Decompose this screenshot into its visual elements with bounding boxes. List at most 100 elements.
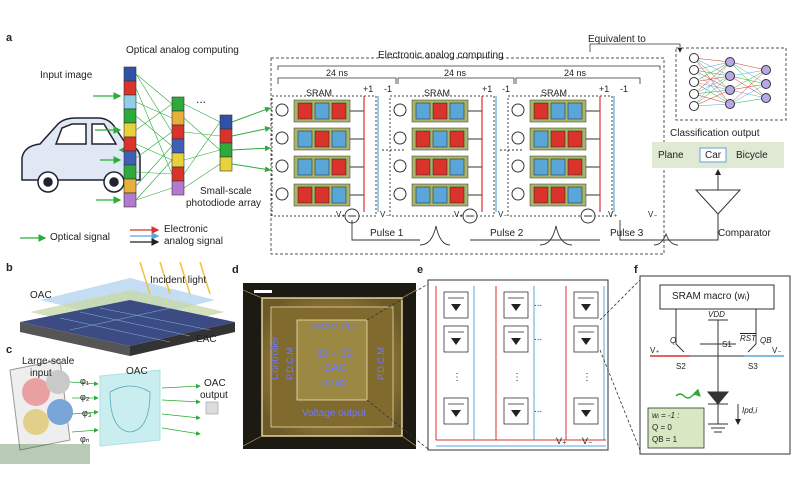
- pdcm-label-left: P.D.C.M: [285, 347, 295, 380]
- photodiode-icon: [275, 103, 289, 117]
- sram-block-frame: [389, 95, 495, 217]
- large-scale-label: Large-scale: [22, 356, 75, 367]
- sram-cell: [533, 158, 549, 176]
- timing-brackets: [277, 77, 641, 84]
- sram-cell: [297, 158, 313, 176]
- panel-letter-d: d: [232, 264, 239, 276]
- vminus-label-2: V₋: [498, 210, 508, 219]
- sram-cell: [297, 186, 313, 204]
- panel-letter-b: b: [6, 262, 13, 274]
- neural-network-icon: [689, 53, 771, 111]
- input-image-label: Input image: [40, 70, 93, 81]
- class-car: Car: [705, 150, 722, 161]
- optical-layer-2: [171, 96, 185, 196]
- oac-output-label: OAC: [204, 378, 226, 389]
- sram-label-3: SRAM: [541, 88, 568, 98]
- s2-label: S2: [676, 362, 686, 371]
- nn-hidden-node: [725, 57, 735, 67]
- nn-edge: [729, 69, 767, 105]
- phi3-label: φ₃: [82, 408, 92, 418]
- sram-cell: [432, 102, 448, 120]
- panel-e-grid: .........⋮⋮⋮: [435, 286, 606, 447]
- class-plane: Plane: [658, 150, 684, 161]
- plus1-label-3: +1: [599, 84, 610, 94]
- pulse-lines: [351, 220, 690, 246]
- equivalent-to-label: Equivalent to: [588, 34, 646, 45]
- classification-output-label: Classification output: [670, 128, 760, 139]
- vminus-label-3: V₋: [648, 210, 658, 219]
- sram-label-2: SRAM: [424, 88, 451, 98]
- ipd-label: Ipd,i: [742, 406, 758, 415]
- e-dots: ...: [534, 404, 542, 415]
- nn-output-node: [761, 65, 771, 75]
- array-size-label: 32 × 32: [316, 348, 354, 360]
- nn-edge: [693, 57, 731, 63]
- nn-edge: [693, 69, 731, 105]
- legend-electronic-label: Electronic: [164, 224, 208, 235]
- optical-layer-1: [123, 66, 137, 208]
- sram-cell: [567, 130, 583, 148]
- vplus-label-2: V₊: [454, 210, 464, 219]
- photodiode-symbol: [451, 338, 461, 345]
- vplus-label-3: V₊: [608, 210, 618, 219]
- incident-light-label: Incident light: [150, 275, 207, 286]
- sram-blocks: [271, 95, 615, 224]
- chip-photo: [242, 283, 417, 449]
- pulse-1-label: Pulse 1: [370, 228, 404, 239]
- nn-edge: [693, 75, 731, 95]
- sram-cell: [297, 102, 313, 120]
- sram-cell: [567, 186, 583, 204]
- nn-edge: [693, 103, 731, 107]
- sram-cell: [550, 130, 566, 148]
- sram-cell: [432, 158, 448, 176]
- nn-edge: [693, 57, 731, 91]
- nn-edge: [729, 83, 767, 105]
- nn-edge: [693, 61, 731, 71]
- sram-label-1: SRAM: [306, 88, 333, 98]
- equivalent-bracket: [589, 43, 683, 53]
- plus1-label-1: +1: [363, 84, 374, 94]
- photodiode-symbol: [581, 304, 591, 311]
- sram-cell: [550, 186, 566, 204]
- nn-edge: [693, 57, 731, 105]
- to-photodiode-arrows: [231, 106, 271, 173]
- photodiode-icon: [511, 103, 525, 117]
- array-label-d: array: [322, 376, 348, 388]
- panel-letter-f: f: [634, 264, 638, 276]
- photodiode-symbol: [511, 410, 521, 417]
- sram-cell: [550, 158, 566, 176]
- vminus-label-e: V₋: [582, 436, 593, 446]
- optical-connections: [135, 73, 221, 201]
- panel-c-illustration: [0, 359, 219, 464]
- sram-cell: [432, 186, 448, 204]
- nn-edge: [693, 81, 731, 105]
- incident-light-wave: [675, 388, 701, 399]
- vminus-label-1: V₋: [380, 210, 390, 219]
- minus1-label-1: -1: [384, 84, 393, 94]
- nn-edge: [693, 61, 731, 83]
- sram-cell: [331, 158, 347, 176]
- sram-cell: [533, 130, 549, 148]
- sram-cell: [331, 102, 347, 120]
- q-label: Q: [670, 336, 677, 345]
- nn-edge: [729, 69, 767, 91]
- car-icon: [21, 117, 141, 193]
- weight-label: wᵢ = -1 :: [652, 411, 680, 420]
- nn-input-node: [689, 77, 699, 87]
- sram-macro-box: [659, 284, 775, 310]
- photodiode-icon: [393, 103, 407, 117]
- nn-input-node: [689, 53, 699, 63]
- sram-cell: [314, 186, 330, 204]
- photodiode-icon: [275, 159, 289, 173]
- pulse-2-label: Pulse 2: [490, 228, 524, 239]
- pulse-3-label: Pulse 3: [610, 228, 644, 239]
- plus1-label-2: +1: [482, 84, 493, 94]
- q0-label: Q = 0: [652, 423, 672, 432]
- vplus-label-e: V₊: [556, 436, 567, 446]
- comparator-label: Comparator: [718, 228, 771, 239]
- sram-block-frame: [507, 95, 613, 217]
- panel-letter-c: c: [6, 344, 13, 356]
- nn-input-node: [689, 89, 699, 99]
- s3-label: S3: [748, 362, 758, 371]
